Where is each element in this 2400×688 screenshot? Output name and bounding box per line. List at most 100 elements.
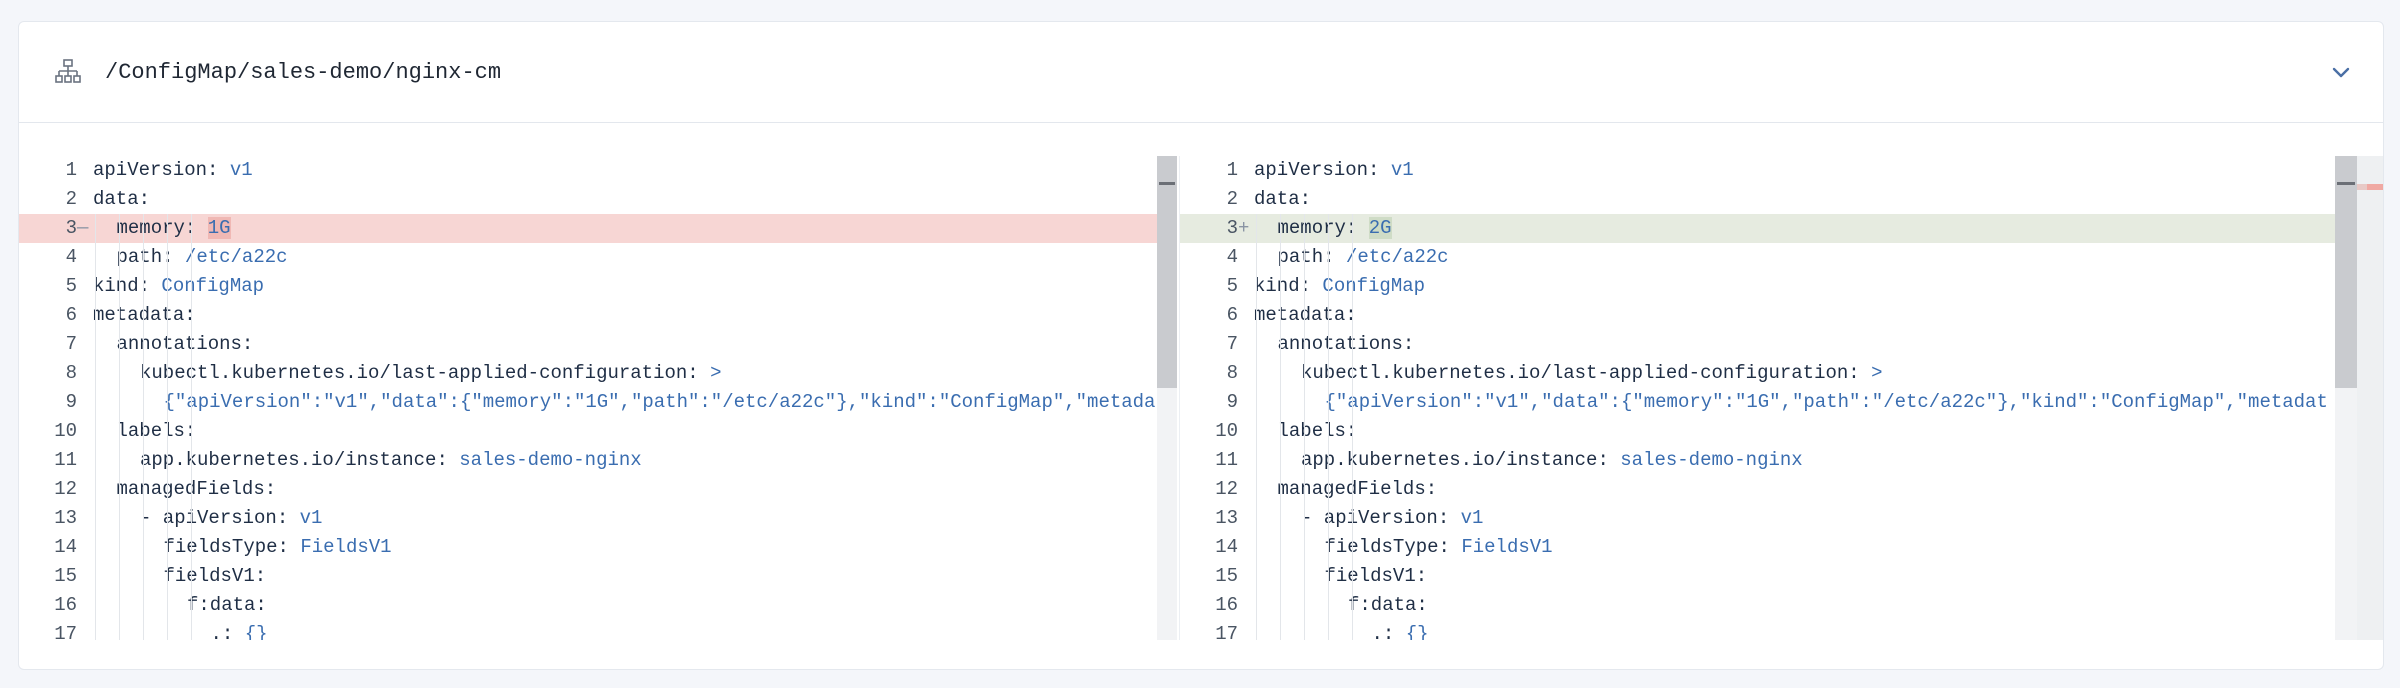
line-number: 17 [54, 623, 77, 640]
yaml-key: managedFields [1277, 478, 1426, 500]
line-content: .: {} [1372, 620, 1429, 640]
line-number: 16 [1215, 594, 1238, 616]
code-line: 13- apiVersion: v1 [19, 504, 1157, 533]
yaml-key: data [93, 188, 139, 210]
yaml-value: v1 [1460, 507, 1484, 529]
modified-scrollbar[interactable] [2335, 156, 2357, 640]
resource-diff-card: /ConfigMap/sales-demo/nginx-cm 1 apiVersi… [18, 21, 2384, 670]
overview-ruler-deletion [2357, 184, 2367, 190]
line-content: fieldsV1: [1325, 562, 1428, 591]
chevron-down-icon[interactable] [2327, 58, 2355, 86]
line-number: 2 [65, 188, 77, 210]
yaml-separator: : [1597, 449, 1621, 471]
line-number: 13 [54, 507, 77, 529]
original-scrollbar[interactable] [1157, 156, 1177, 640]
line-number: 6 [1226, 304, 1238, 326]
yaml-separator: : [184, 420, 197, 442]
line-number: 15 [1215, 565, 1238, 587]
line-content: kubectl.kubernetes.io/last-applied-confi… [1301, 359, 1883, 388]
yaml-key: apiVersion [1254, 159, 1369, 181]
line-content: data: [93, 185, 150, 214]
yaml-value: 2G [1368, 217, 1392, 239]
code-line: 8 kubectl.kubernetes.io/last-applied-conf… [19, 359, 1157, 388]
line-number: 9 [1226, 391, 1238, 413]
modified-scrollbar-thumb[interactable] [2335, 156, 2357, 388]
line-content: app.kubernetes.io/instance: sales-demo-n… [140, 446, 642, 475]
yaml-value: ConfigMap [1322, 275, 1426, 297]
yaml-value: ConfigMap [161, 275, 265, 297]
yaml-separator: : [254, 565, 267, 587]
line-content: apiVersion: v1 [1254, 156, 1414, 185]
overview-ruler[interactable] [2357, 156, 2383, 640]
line-content: annotations: [117, 330, 254, 359]
yaml-value: > [1871, 362, 1883, 384]
line-content: data: [1254, 185, 1311, 214]
yaml-value: /etc/a22c [1345, 246, 1449, 268]
line-number: 14 [1215, 536, 1238, 558]
line-content: annotations: [1278, 330, 1415, 359]
line-number: 17 [1215, 623, 1238, 640]
addition-marker: + [1238, 217, 1250, 239]
line-content: memory: 1G [117, 214, 231, 243]
overview-ruler-deletion [2367, 184, 2383, 190]
yaml-key: managedFields [116, 478, 265, 500]
line-number: 8 [1226, 362, 1238, 384]
line-number: 5 [65, 275, 77, 297]
yaml-key: data [1254, 188, 1300, 210]
yaml-value: {"apiVersion":"v1","data":{"memory":"1G"… [1324, 391, 2328, 413]
yaml-separator: : [264, 478, 277, 500]
line-number: 15 [54, 565, 77, 587]
yaml-value: {"apiVersion":"v1","data":{"memory":"1G"… [163, 391, 1167, 413]
yaml-key: f:data [187, 594, 256, 616]
indent-guide [1328, 214, 1329, 640]
line-number: 9 [65, 391, 77, 413]
line-number: 8 [65, 362, 77, 384]
yaml-value: v1 [299, 507, 323, 529]
line-content: metadata: [93, 301, 196, 330]
code-line: 1 apiVersion: v1 [19, 156, 1157, 185]
yaml-separator: : [1345, 304, 1357, 326]
yaml-key: kind [1254, 275, 1300, 297]
original-scrollbar-thumb[interactable] [1157, 156, 1177, 388]
code-line: 7 annotations: [1180, 330, 2335, 359]
yaml-separator: : [1299, 275, 1323, 297]
line-number: 4 [65, 246, 77, 268]
line-number: 12 [54, 478, 77, 500]
yaml-separator: : [1299, 188, 1312, 210]
yaml-value: sales-demo-nginx [459, 449, 642, 471]
deletion-marker: — [77, 217, 89, 239]
modified-overview-change-mark [2337, 182, 2355, 185]
code-line: 13- apiVersion: v1 [1180, 504, 2335, 533]
indent-guide [1352, 214, 1353, 640]
indent-guide [1280, 214, 1281, 640]
line-number: 7 [1226, 333, 1238, 355]
card-header[interactable]: /ConfigMap/sales-demo/nginx-cm [19, 22, 2383, 123]
yaml-separator: : [241, 333, 254, 355]
line-content: apiVersion: v1 [93, 156, 253, 185]
line-number: 1 [65, 159, 77, 181]
line-number: 4 [1226, 246, 1238, 268]
yaml-key: kubectl.kubernetes.io/last-applied-confi… [140, 362, 688, 384]
yaml-separator: : [138, 188, 151, 210]
yaml-separator: : [1345, 217, 1369, 239]
yaml-separator: : [1848, 362, 1872, 384]
line-content: fieldsType: FieldsV1 [164, 533, 392, 562]
line-content: path: /etc/a22c [117, 243, 288, 272]
yaml-key: fieldsType [163, 536, 278, 558]
code-line: 17.: {} [19, 620, 1157, 640]
line-content: kind: ConfigMap [93, 272, 264, 301]
yaml-key: metadata [93, 304, 185, 326]
yaml-separator: : [1345, 420, 1358, 442]
line-number: 5 [1226, 275, 1238, 297]
